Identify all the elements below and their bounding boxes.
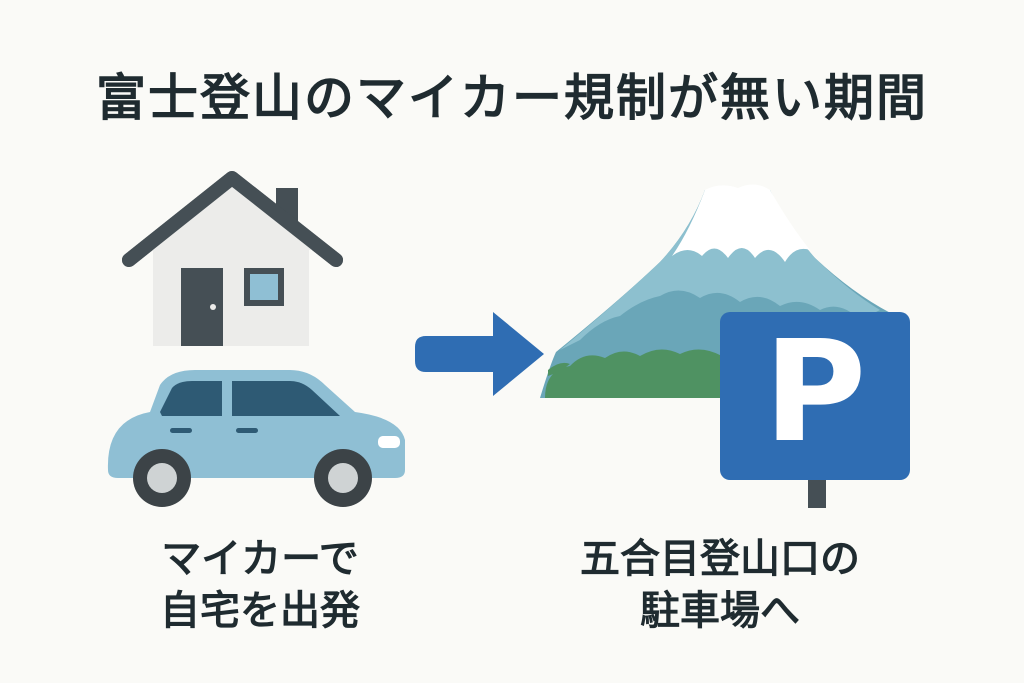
car-icon bbox=[107, 370, 406, 507]
parking-sign-icon bbox=[720, 312, 910, 508]
left-caption: マイカーで 自宅を出発 bbox=[110, 533, 410, 637]
house-icon bbox=[122, 171, 343, 346]
right-caption-line2: 駐車場へ bbox=[640, 588, 800, 634]
page-title: 富士登山のマイカー規制が無い期間 bbox=[96, 69, 928, 127]
arrow-right-icon bbox=[415, 312, 544, 396]
parking-letter: P bbox=[763, 311, 867, 474]
left-caption-line1: マイカーで bbox=[161, 536, 359, 582]
right-caption: 五合目登山口の 駐車場へ bbox=[550, 533, 890, 637]
right-caption-line1: 五合目登山口の bbox=[580, 536, 860, 582]
left-caption-line2: 自宅を出発 bbox=[160, 588, 360, 634]
